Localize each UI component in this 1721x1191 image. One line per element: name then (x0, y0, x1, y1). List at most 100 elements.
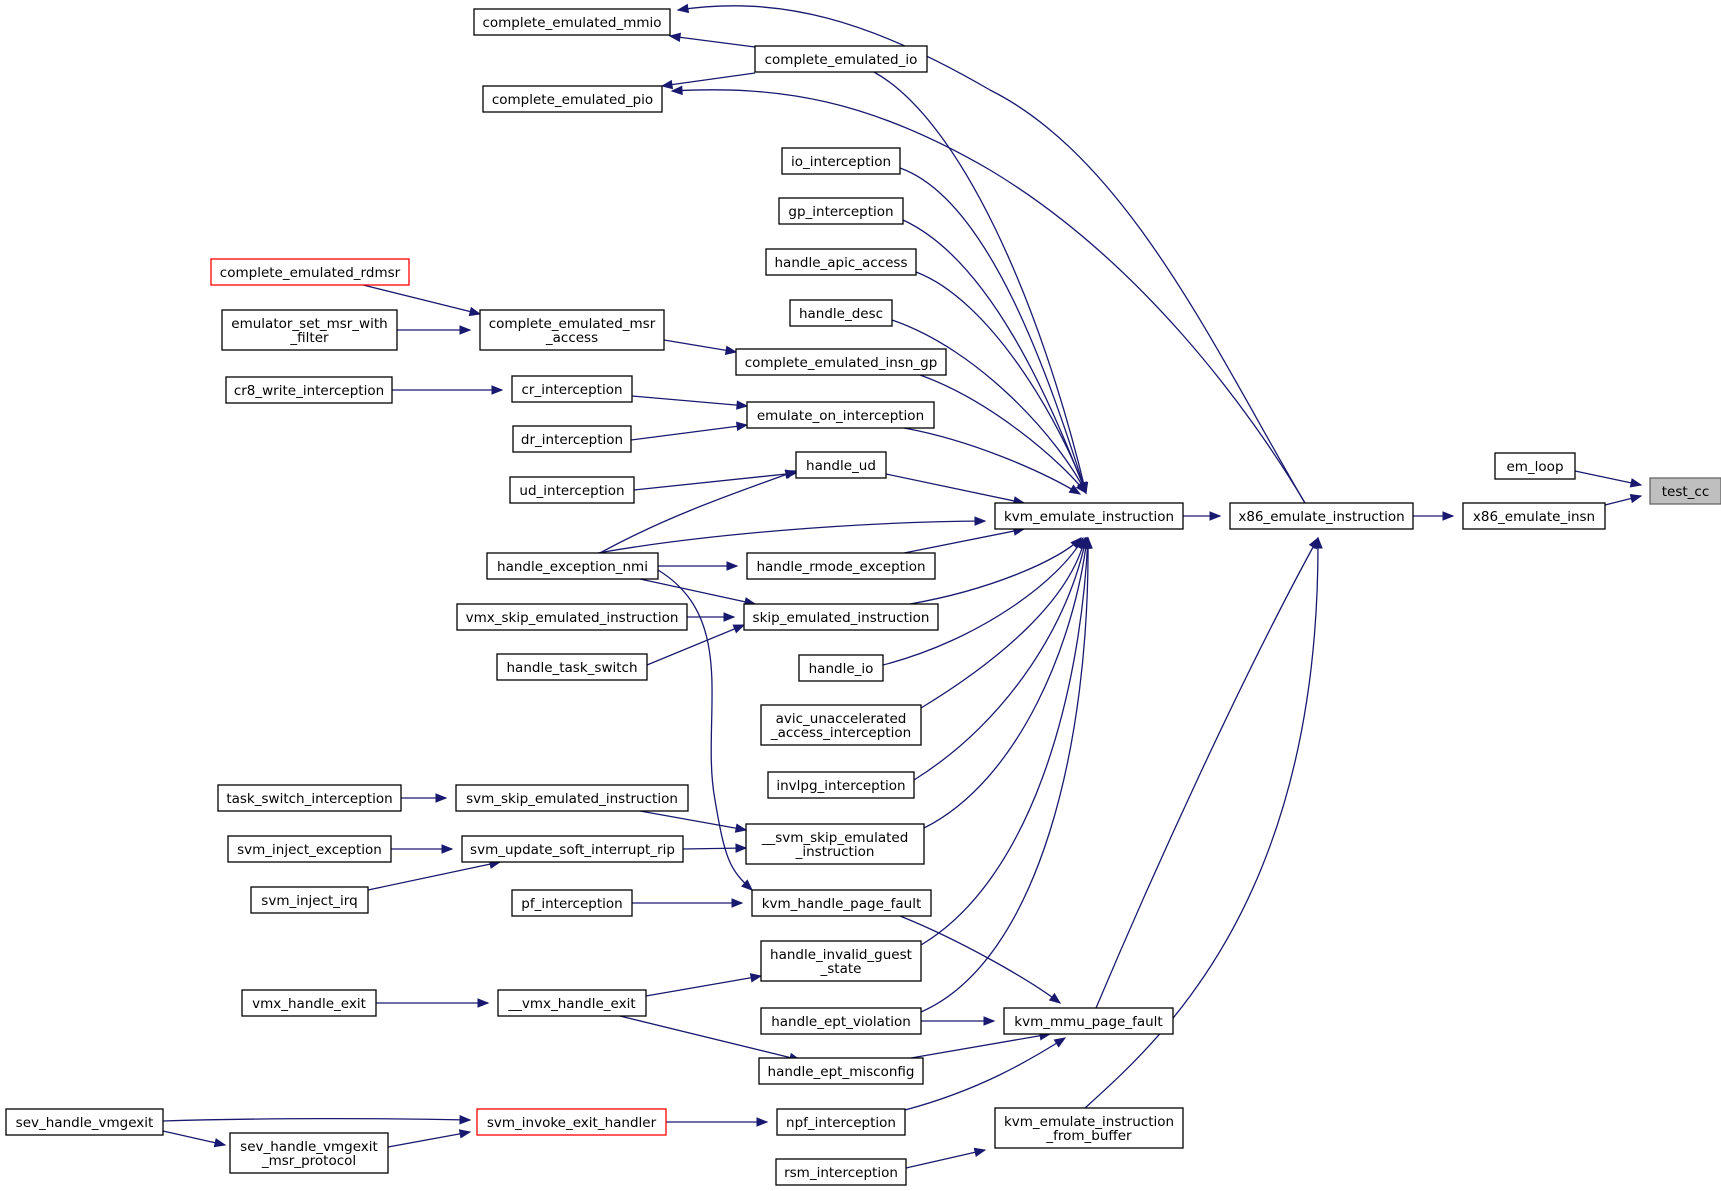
node-rsm-interception[interactable]: rsm_interception (775, 1158, 907, 1186)
node-complete-emulated-rdmsr[interactable]: complete_emulated_rdmsr (210, 258, 410, 286)
node-handle-task-switch[interactable]: handle_task_switch (496, 653, 648, 681)
node-svm-inject-irq[interactable]: svm_inject_irq (250, 886, 369, 914)
node-emulate-on-interception[interactable]: emulate_on_interception (746, 401, 935, 429)
node-box (225, 376, 393, 404)
arrowhead (1075, 481, 1087, 495)
node-svm-update-soft-interrupt-rip[interactable]: svm_update_soft_interrupt_rip (461, 835, 684, 863)
node-handle-ept-misconfig[interactable]: handle_ept_misconfig (758, 1057, 924, 1085)
node-complete-emulated-pio[interactable]: complete_emulated_pio (482, 85, 663, 113)
node-invlpg-interception[interactable]: invlpg_interception (767, 771, 915, 799)
node-io-interception[interactable]: io_interception (781, 147, 901, 175)
node-box (229, 1132, 389, 1174)
node-emulator-set-msr-with-filter[interactable]: emulator_set_msr_with_filter (221, 309, 398, 351)
node-svm-inject-exception[interactable]: svm_inject_exception (227, 835, 392, 863)
node-kvm-mmu-page-fault[interactable]: kvm_mmu_page_fault (1003, 1007, 1174, 1035)
arrowhead (1068, 484, 1082, 495)
arrowhead (459, 325, 472, 335)
node-kvm-emulate-instruction-from-buffer[interactable]: kvm_emulate_instruction_from_buffer (994, 1107, 1184, 1149)
node-svm-invoke-exit-handler[interactable]: svm_invoke_exit_handler (476, 1108, 667, 1136)
node-complete-emulated-insn-gp[interactable]: complete_emulated_insn_gp (735, 348, 947, 376)
node-label: handle_task_switch (506, 660, 637, 676)
node-label: npf_interception (786, 1115, 896, 1131)
node-box (511, 375, 633, 403)
node-box (482, 85, 663, 113)
node-handle-invalid-guest-state[interactable]: handle_invalid_guest_state (760, 940, 922, 982)
node-svm-skip-emulated-instruction[interactable]: svm_skip_emulated_instruction (455, 784, 689, 812)
arrowhead (1629, 493, 1643, 504)
node-handle-apic-access[interactable]: handle_apic_access (765, 248, 917, 276)
node-label: emulate_on_interception (757, 408, 924, 424)
edge-x86-emulate-instruction-complete-emulated-mmio (677, 5, 1306, 504)
node-box (250, 886, 369, 914)
node-kvm-emulate-instruction[interactable]: kvm_emulate_instruction (994, 502, 1184, 530)
node-pf-interception[interactable]: pf_interception (511, 889, 633, 917)
node-label: svm_invoke_exit_handler (487, 1115, 657, 1131)
node-complete-emulated-msr-access[interactable]: complete_emulated_msr_access (479, 309, 665, 351)
node-label: handle_desc (799, 306, 883, 322)
node-box (760, 1007, 922, 1035)
node-vmx-handle-exit-inner[interactable]: __vmx_handle_exit (497, 989, 647, 1017)
arrowhead (723, 612, 736, 622)
node-label: cr8_write_interception (234, 383, 384, 399)
node-gp-interception[interactable]: gp_interception (778, 197, 904, 225)
node-em-loop[interactable]: em_loop (1494, 452, 1576, 480)
arrowhead (459, 1115, 472, 1125)
node-cr8-write-interception[interactable]: cr8_write_interception (225, 376, 393, 404)
node-label: __vmx_handle_exit (507, 996, 635, 1012)
arrowhead (1313, 536, 1323, 549)
node-box (496, 653, 648, 681)
node-box (743, 603, 939, 631)
node-handle-rmode-exception[interactable]: handle_rmode_exception (746, 552, 936, 580)
edge-handle-rmode-exception-kvm-emulate-instruction (903, 528, 1025, 554)
node-label: io_interception (791, 154, 891, 170)
node-box (751, 889, 932, 917)
arrowhead (785, 469, 798, 479)
node-handle-desc[interactable]: handle_desc (789, 299, 893, 327)
arrowhead (1442, 511, 1455, 521)
node-svm-skip-emulated-instruction-inner[interactable]: __svm_skip_emulated_instruction (745, 823, 925, 865)
node-box (486, 552, 659, 580)
node-cr-interception[interactable]: cr_interception (511, 375, 633, 403)
edge-handle-desc-kvm-emulate-instruction (891, 319, 1087, 494)
node-complete-emulated-mmio[interactable]: complete_emulated_mmio (473, 8, 671, 36)
node-complete-emulated-io[interactable]: complete_emulated_io (754, 45, 928, 73)
edge-vmx-handle-exit-inner-handle-ept-misconfig (619, 1015, 801, 1061)
node-box (1229, 502, 1414, 530)
node-handle-ept-violation[interactable]: handle_ept_violation (760, 1007, 922, 1035)
node-label: complete_emulated_io (765, 52, 918, 68)
node-box (227, 835, 392, 863)
node-dr-interception[interactable]: dr_interception (512, 425, 632, 453)
node-sev-handle-vmgexit-msr-protocol[interactable]: sev_handle_vmgexit_msr_protocol (229, 1132, 389, 1174)
node-x86-emulate-insn[interactable]: x86_emulate_insn (1462, 502, 1606, 530)
edge-complete-emulated-io-kvm-emulate-instruction (873, 71, 1087, 494)
arrowhead (1209, 511, 1222, 521)
node-box (1649, 477, 1721, 505)
node-box (461, 835, 684, 863)
node-kvm-handle-page-fault[interactable]: kvm_handle_page_fault (751, 889, 932, 917)
node-label: handle_ept_violation (771, 1014, 911, 1030)
node-box (479, 309, 665, 351)
node-ud-interception[interactable]: ud_interception (509, 476, 635, 504)
edge-handle-task-switch-skip-emulated-instruction (646, 624, 745, 666)
node-x86-emulate-instruction[interactable]: x86_emulate_instruction (1229, 502, 1414, 530)
node-label: handle_ud (806, 458, 876, 474)
edge-complete-emulated-io-complete-emulated-mmio (669, 35, 756, 48)
node-handle-io[interactable]: handle_io (798, 654, 884, 682)
edge-complete-emulated-msr-access-complete-emulated-insn-gp (663, 339, 737, 353)
node-label: cr_interception (521, 382, 622, 398)
node-avic-unaccelerated-access-interception[interactable]: avic_unaccelerated_access_interception (760, 704, 922, 746)
node-handle-ud[interactable]: handle_ud (795, 451, 887, 479)
node-vmx-skip-emulated-instruction[interactable]: vmx_skip_emulated_instruction (456, 603, 688, 631)
node-skip-emulated-instruction[interactable]: skip_emulated_instruction (743, 603, 939, 631)
node-sev-handle-vmgexit[interactable]: sev_handle_vmgexit (5, 1108, 164, 1136)
node-vmx-handle-exit[interactable]: vmx_handle_exit (241, 989, 377, 1017)
edge-skip-emulated-instruction-kvm-emulate-instruction (909, 537, 1082, 605)
node-label: pf_interception (521, 896, 622, 912)
node-box (994, 1107, 1184, 1149)
node-npf-interception[interactable]: npf_interception (776, 1108, 906, 1136)
node-test-cc[interactable]: test_cc (1649, 477, 1721, 505)
node-box (512, 425, 632, 453)
node-task-switch-interception[interactable]: task_switch_interception (217, 784, 402, 812)
arrowhead (749, 973, 763, 983)
node-handle-exception-nmi[interactable]: handle_exception_nmi (486, 552, 659, 580)
